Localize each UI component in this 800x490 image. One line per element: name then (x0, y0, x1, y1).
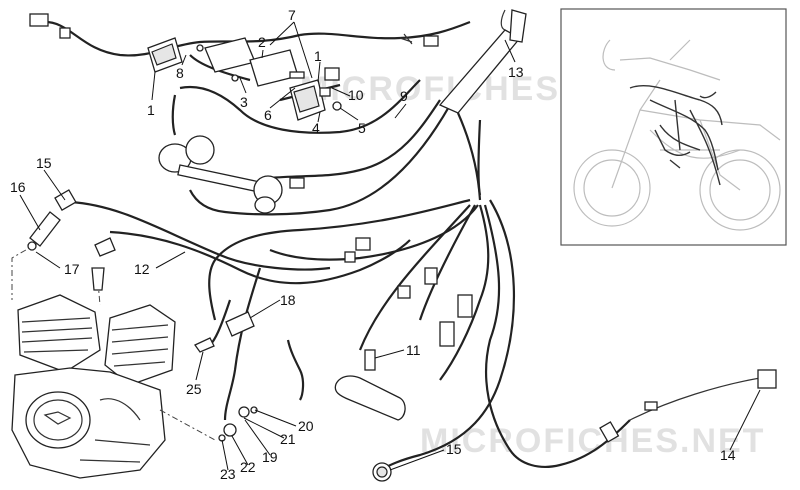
callout-7: 7 (288, 7, 296, 23)
throttle-body (158, 135, 305, 214)
callout-4: 4 (312, 120, 320, 136)
leader-lines (19, 21, 761, 471)
motorcycle-inset (560, 8, 787, 246)
callout-22: 21 (280, 431, 296, 447)
callout-12: 12 (134, 261, 150, 277)
watermark-bottom: MICROFICHES.NET (420, 422, 765, 460)
harness-trunk (438, 9, 527, 201)
callout-25: 25 (186, 381, 202, 397)
callout-16: 15 (36, 155, 52, 171)
callout-2: 2 (258, 34, 266, 50)
callout-21: 20 (298, 418, 314, 434)
wires (41, 20, 761, 471)
callout-13: 13 (508, 64, 524, 80)
callout-23: 22 (240, 459, 256, 475)
components (27, 13, 777, 482)
callout-15: 15 (446, 441, 462, 457)
callout-18: 17 (64, 261, 80, 277)
callout-11: 18 (280, 292, 296, 308)
callout-24: 23 (220, 466, 236, 482)
callout-8: 8 (176, 65, 184, 81)
callout-5: 5 (358, 120, 366, 136)
callout-17: 16 (10, 179, 26, 195)
callout-20: 19 (262, 449, 278, 465)
callout-10: 10 (348, 87, 364, 103)
callout-1-left: 1 (147, 102, 155, 118)
connection-line (11, 242, 39, 300)
engine-illustration (11, 294, 176, 479)
callout-3: 3 (240, 94, 248, 110)
callout-1-right: 1 (314, 48, 322, 64)
connection-line (159, 409, 216, 441)
callout-labels: 7 2 1 13 8 3 10 9 1 6 4 5 15 16 17 12 18… (10, 7, 736, 482)
callout-9: 9 (400, 88, 408, 104)
callout-14: 14 (720, 447, 736, 463)
callout-19: 11 (406, 342, 421, 358)
callout-6: 6 (264, 107, 272, 123)
